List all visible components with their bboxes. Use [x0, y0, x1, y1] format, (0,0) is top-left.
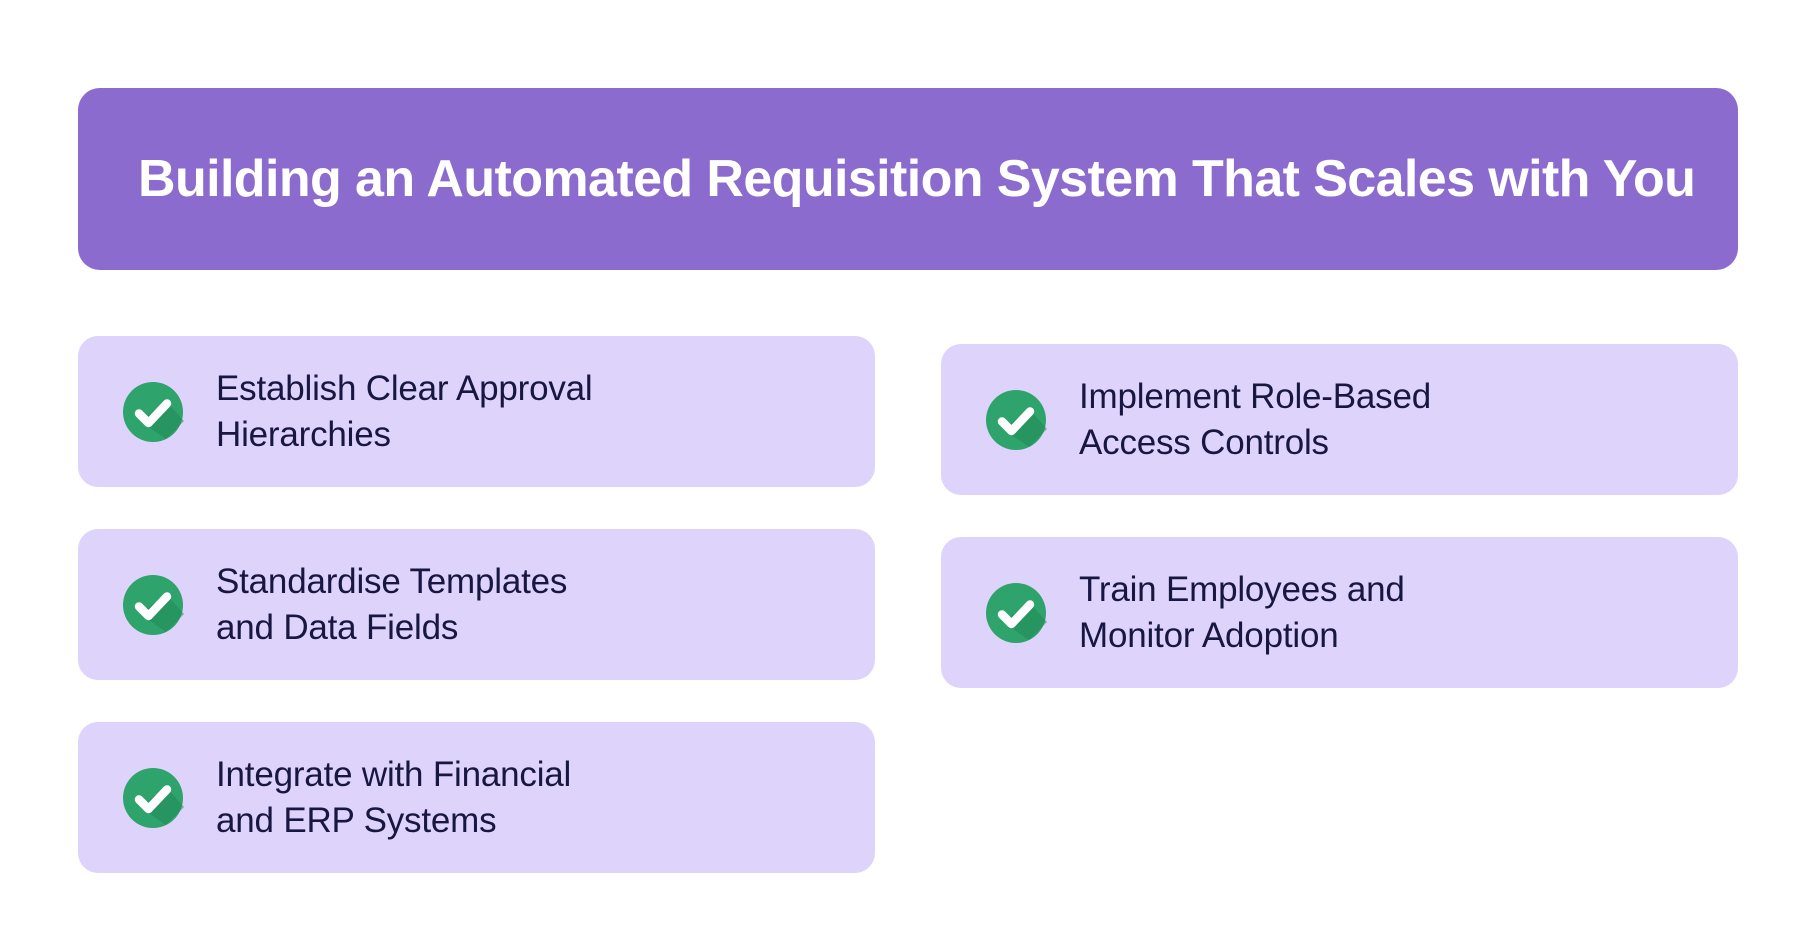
card-column-left: Establish Clear Approval Hierarchies Sta…	[78, 336, 875, 873]
check-circle-icon	[985, 582, 1047, 644]
list-item[interactable]: Establish Clear Approval Hierarchies	[78, 336, 875, 487]
list-item[interactable]: Integrate with Financial and ERP Systems	[78, 722, 875, 873]
list-item-label: Integrate with Financial and ERP Systems	[216, 755, 572, 840]
list-item[interactable]: Train Employees and Monitor Adoption	[941, 537, 1738, 688]
list-item-label: Implement Role-Based Access Controls	[1079, 377, 1431, 462]
list-item-label: Standardise Templates and Data Fields	[216, 562, 568, 647]
list-item[interactable]: Standardise Templates and Data Fields	[78, 529, 875, 680]
check-circle-icon	[122, 381, 184, 443]
check-circle-icon	[122, 574, 184, 636]
list-item-label: Establish Clear Approval Hierarchies	[216, 369, 593, 454]
list-item[interactable]: Implement Role-Based Access Controls	[941, 344, 1738, 495]
check-circle-icon	[122, 767, 184, 829]
header-banner: Building an Automated Requisition System…	[78, 88, 1738, 270]
list-item-label: Train Employees and Monitor Adoption	[1079, 570, 1405, 655]
card-grid: Establish Clear Approval Hierarchies Sta…	[78, 336, 1738, 873]
card-column-right: Implement Role-Based Access Controls Tra…	[941, 336, 1738, 873]
check-circle-icon	[985, 389, 1047, 451]
page-title: Building an Automated Requisition System…	[138, 149, 1696, 208]
